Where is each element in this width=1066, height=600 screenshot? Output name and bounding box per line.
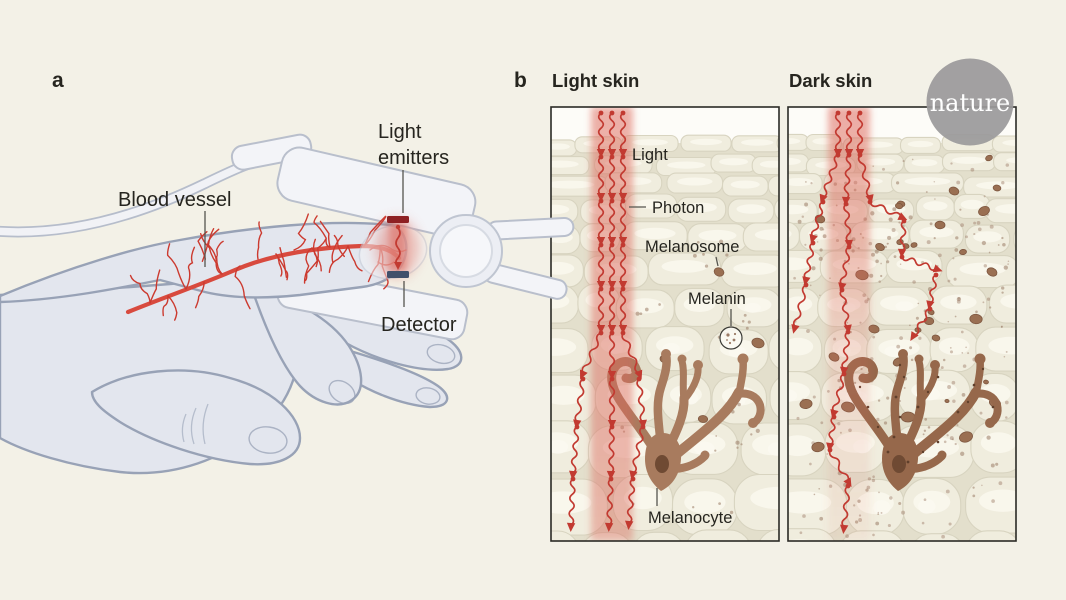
light-label: Light xyxy=(632,146,668,164)
thumb-wrinkles xyxy=(181,403,209,445)
light-emitters-label-line1: Light xyxy=(378,121,422,143)
pulse-oximeter-clip xyxy=(276,146,575,300)
light-emitter-bar xyxy=(387,216,409,223)
photon-arrows xyxy=(791,110,943,534)
detector-label: Detector xyxy=(381,314,457,336)
panel-light-skin: Light Photon Melanosome Melanin Melanocy… xyxy=(550,106,780,542)
melanin-granules xyxy=(726,332,737,345)
light-emitters-label-line2: emitters xyxy=(378,147,449,169)
melanin-speckles xyxy=(620,239,760,519)
finger-1-nail xyxy=(328,379,356,405)
labeled-melanosome xyxy=(713,267,725,277)
melanocyte-label: Melanocyte xyxy=(648,509,732,527)
hand xyxy=(0,213,469,475)
panel-a: a xyxy=(0,69,575,475)
cable-sleeve xyxy=(230,133,313,171)
photon-arrowhead xyxy=(394,262,402,270)
photon-wave xyxy=(395,227,401,267)
sensor-optics xyxy=(375,216,419,278)
nature-watermark: nature xyxy=(926,58,1014,146)
melanin-circle xyxy=(719,326,743,350)
finger-2-nail xyxy=(426,343,456,365)
watermark-circle xyxy=(926,58,1014,146)
panel-dark-skin xyxy=(787,106,1017,542)
melanin-label: Melanin xyxy=(688,290,746,308)
photon-arrows xyxy=(566,110,647,532)
pulse-oximeter-cable xyxy=(0,133,313,238)
light-skin-title: Light skin xyxy=(552,70,639,91)
melanosome-leader-line xyxy=(715,256,719,267)
panel-b: b Light skin Dark skin xyxy=(514,69,1017,542)
watermark-text: nature xyxy=(930,89,1011,117)
thumb xyxy=(90,369,302,466)
thumb-nail xyxy=(248,426,288,454)
panel-a-label: a xyxy=(52,69,64,92)
light-skin-border xyxy=(550,106,780,542)
panel-b-label: b xyxy=(514,69,527,92)
finger-3-nail xyxy=(415,387,441,405)
dark-skin-title: Dark skin xyxy=(789,70,872,91)
detector-bar xyxy=(387,271,409,278)
clip-hinge-inner xyxy=(439,224,493,278)
dark-skin-border xyxy=(787,106,1017,542)
melanosome-label: Melanosome xyxy=(645,238,739,256)
photon-label: Photon xyxy=(652,199,704,217)
curled-finger-1 xyxy=(250,287,363,406)
blood-vessel-label: Blood vessel xyxy=(118,189,231,211)
